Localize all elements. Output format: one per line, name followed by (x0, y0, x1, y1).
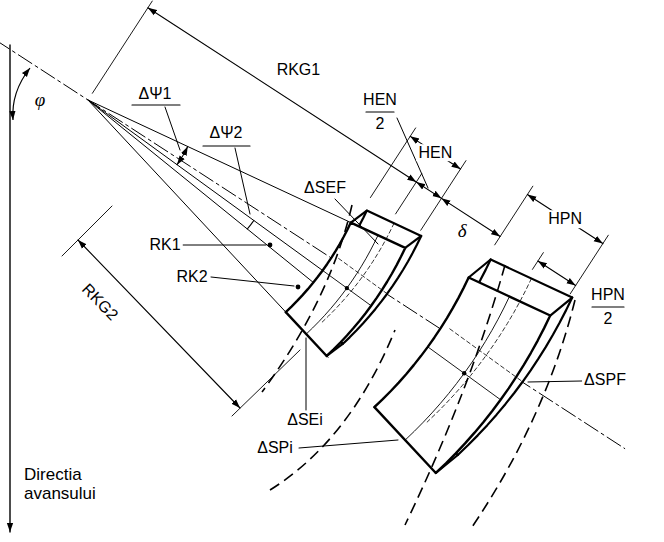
tooth-p-center-line (450, 329, 523, 382)
feed-direction-arrow (9, 45, 10, 532)
radius-label: RK2 (174, 268, 209, 286)
angle-symbol: φ (33, 90, 48, 111)
leader-line (299, 440, 398, 448)
radial-line (88, 100, 321, 289)
dimension-line (527, 195, 602, 244)
fraction-denominator: 2 (374, 115, 387, 133)
radial-line (88, 100, 373, 307)
dimension-label: RKG1 (275, 61, 323, 79)
extension-line (62, 206, 112, 256)
radius-label: RK1 (147, 236, 182, 254)
fraction-numerator: HPN (589, 286, 627, 304)
leader-line (306, 338, 307, 410)
leader-line (335, 199, 378, 244)
dimension-line (441, 198, 500, 236)
fraction-bar (592, 306, 624, 307)
axis-line (0, 40, 625, 448)
leader-line (528, 381, 582, 382)
tooth-e-center-line (339, 258, 388, 293)
cutting-path (470, 300, 575, 530)
dimension-line (538, 261, 576, 286)
tooth-p-center-dot (462, 371, 466, 375)
leader-line (165, 107, 180, 150)
tooth-p-edge (469, 260, 491, 278)
angle-arc (13, 68, 30, 120)
leader-line (235, 148, 250, 214)
angle-arc (177, 146, 188, 164)
area-label: ΔSEF (302, 179, 348, 197)
tooth-p-edge (550, 298, 572, 316)
tooth-p-center-line (405, 297, 509, 441)
cutting-path (262, 205, 352, 392)
fraction-denominator: 2 (602, 310, 615, 328)
extension-line (396, 174, 422, 214)
area-label: ΔSEi (285, 411, 325, 429)
tooth-e-edge (405, 236, 421, 248)
fraction-bar (366, 111, 394, 112)
label-underline (203, 145, 250, 146)
dimension-line (148, 8, 416, 182)
radius-point (268, 243, 273, 248)
dimension-label: HPN (546, 210, 584, 228)
tooth-e-center-line (306, 235, 378, 334)
tooth-e-center-dot (345, 286, 349, 290)
label-underline (132, 104, 180, 105)
area-label: ΔSPF (582, 371, 628, 389)
dimension-label: RKG2 (77, 279, 123, 325)
angle-label: ΔΨ1 (137, 85, 174, 103)
extension-line (92, 1, 152, 93)
tooth-p-center-line (428, 347, 501, 400)
extension-line (370, 128, 415, 198)
leader-line (183, 245, 266, 246)
tooth-e-center-line (322, 223, 394, 322)
direction-note: Directia avansului (22, 466, 118, 503)
dimension-label: HEN (416, 144, 454, 162)
dimension-line (78, 240, 240, 408)
figure (0, 1, 625, 532)
fraction-numerator: HEN (361, 91, 399, 109)
angle-label: ΔΨ2 (208, 124, 245, 142)
tooth-e-front-face (286, 223, 405, 356)
radius-point (296, 285, 301, 290)
tooth-e-edge (351, 211, 367, 223)
angle-arc (247, 220, 254, 229)
extension-line (232, 350, 300, 416)
tooth-p-front-face (374, 278, 550, 473)
area-label: ΔSPi (255, 439, 295, 457)
dimension-line (416, 182, 441, 198)
cutting-path (405, 265, 505, 525)
dimension-label: δ (456, 220, 469, 241)
leader-line (211, 277, 294, 286)
cutting-path (270, 330, 395, 490)
tooth-p-center-line (427, 279, 531, 423)
